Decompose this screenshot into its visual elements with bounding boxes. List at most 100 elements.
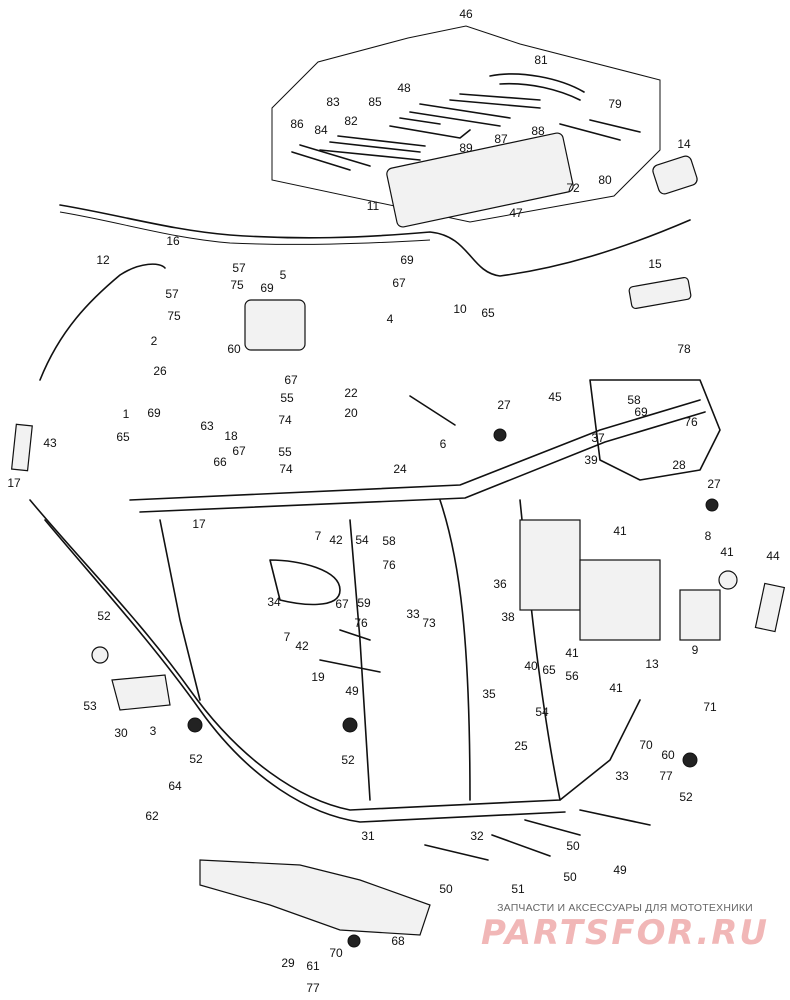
part-number-label: 54 <box>535 705 549 719</box>
part-number-label: 88 <box>531 124 545 138</box>
part-number-label: 47 <box>509 206 523 220</box>
part-number-label: 4 <box>387 312 394 326</box>
part-number-label: 71 <box>703 700 717 714</box>
part-number-label: 55 <box>280 391 294 405</box>
tool-kit-outline <box>271 25 661 223</box>
part-number-label: 72 <box>566 181 580 195</box>
part-number-label: 8 <box>705 529 712 543</box>
part-number-label: 64 <box>168 779 182 793</box>
part-number-label: 33 <box>615 769 629 783</box>
part-number-label: 2 <box>151 334 158 348</box>
part-number-label: 69 <box>260 281 274 295</box>
part-number-label: 57 <box>165 287 179 301</box>
part-number-label: 86 <box>290 117 304 131</box>
part-number-label: 28 <box>672 458 686 472</box>
part-number-label: 20 <box>344 406 358 420</box>
part-number-label: 7 <box>284 630 291 644</box>
part-number-label: 74 <box>278 413 292 427</box>
part-number-label: 75 <box>167 309 181 323</box>
part-number-label: 87 <box>494 132 508 146</box>
bolts <box>319 629 651 861</box>
part-number-label: 6 <box>440 437 447 451</box>
part-number-label: 74 <box>279 462 293 476</box>
part-number-label: 77 <box>659 769 673 783</box>
part-number-label: 67 <box>232 444 246 458</box>
part-number-label: 3 <box>150 724 157 738</box>
part-number-label: 52 <box>97 609 111 623</box>
side-bracket <box>679 589 721 641</box>
part-number-label: 17 <box>192 517 206 531</box>
part-number-label: 76 <box>382 558 396 572</box>
part-number-label: 30 <box>114 726 128 740</box>
part-number-label: 27 <box>707 477 721 491</box>
part-number-label: 68 <box>391 934 405 948</box>
part-number-label: 37 <box>591 431 605 445</box>
part-number-label: 51 <box>511 882 525 896</box>
part-number-label: 55 <box>278 445 292 459</box>
part-number-label: 66 <box>213 455 227 469</box>
part-number-label: 9 <box>692 643 699 657</box>
battery-box <box>519 519 581 611</box>
part-number-label: 43 <box>43 436 57 450</box>
part-number-label: 83 <box>326 95 340 109</box>
part-number-label: 70 <box>639 738 653 752</box>
part-number-label: 5 <box>280 268 287 282</box>
part-number-label: 52 <box>679 790 693 804</box>
part-number-label: 84 <box>314 123 328 137</box>
frame-assembly-drawing <box>10 25 786 948</box>
part-number-label: 41 <box>613 524 627 538</box>
part-number-label: 56 <box>565 669 579 683</box>
part-number-label: 46 <box>459 7 473 21</box>
coil-body <box>269 559 341 606</box>
watermark-logo: PARTSFOR.RU <box>480 913 770 953</box>
main-frame <box>29 379 721 823</box>
mount-plate <box>111 674 171 711</box>
part-number-label: 54 <box>355 533 369 547</box>
part-number-label: 76 <box>354 616 368 630</box>
part-number-label: 12 <box>96 253 110 267</box>
part-number-label: 77 <box>306 981 320 995</box>
part-number-label: 67 <box>335 597 349 611</box>
ignition-coil <box>244 299 306 351</box>
part-number-label: 24 <box>393 462 407 476</box>
part-number-label: 40 <box>524 659 538 673</box>
part-number-label: 44 <box>766 549 780 563</box>
part-number-label: 60 <box>227 342 241 356</box>
part-number-label: 29 <box>281 956 295 970</box>
part-number-label: 48 <box>397 81 411 95</box>
part-number-label: 69 <box>147 406 161 420</box>
part-number-label: 33 <box>406 607 420 621</box>
part-number-label: 38 <box>501 610 515 624</box>
tool-set <box>291 73 641 228</box>
part-number-label: 42 <box>329 533 343 547</box>
part-number-label: 42 <box>295 639 309 653</box>
part-number-label: 45 <box>548 390 562 404</box>
part-number-label: 67 <box>392 276 406 290</box>
part-number-label: 50 <box>563 870 577 884</box>
main-wire-harness <box>59 204 691 277</box>
part-number-label: 60 <box>661 748 675 762</box>
part-number-label: 58 <box>382 534 396 548</box>
part-number-label: 19 <box>311 670 325 684</box>
watermark: ЗАПЧАСТИ И АКСЕССУАРЫ ДЛЯ МОТОТЕХНИКИ PA… <box>470 902 780 952</box>
part-number-label: 50 <box>439 882 453 896</box>
part-number-label: 15 <box>648 257 662 271</box>
part-number-label: 1 <box>123 407 130 421</box>
part-number-label: 39 <box>584 453 598 467</box>
part-number-label: 34 <box>267 595 281 609</box>
part-number-label: 65 <box>481 306 495 320</box>
part-number-label: 35 <box>482 687 496 701</box>
part-number-label: 41 <box>565 646 579 660</box>
part-number-label: 11 <box>367 199 380 213</box>
part-number-label: 75 <box>230 278 244 292</box>
part-number-label: 52 <box>189 752 203 766</box>
part-number-label: 53 <box>83 699 97 713</box>
part-number-label: 27 <box>497 398 511 412</box>
part-number-label: 26 <box>153 364 167 378</box>
part-number-label: 49 <box>613 863 627 877</box>
part-number-label: 65 <box>542 663 556 677</box>
part-number-label: 50 <box>566 839 580 853</box>
part-number-label: 82 <box>344 114 358 128</box>
